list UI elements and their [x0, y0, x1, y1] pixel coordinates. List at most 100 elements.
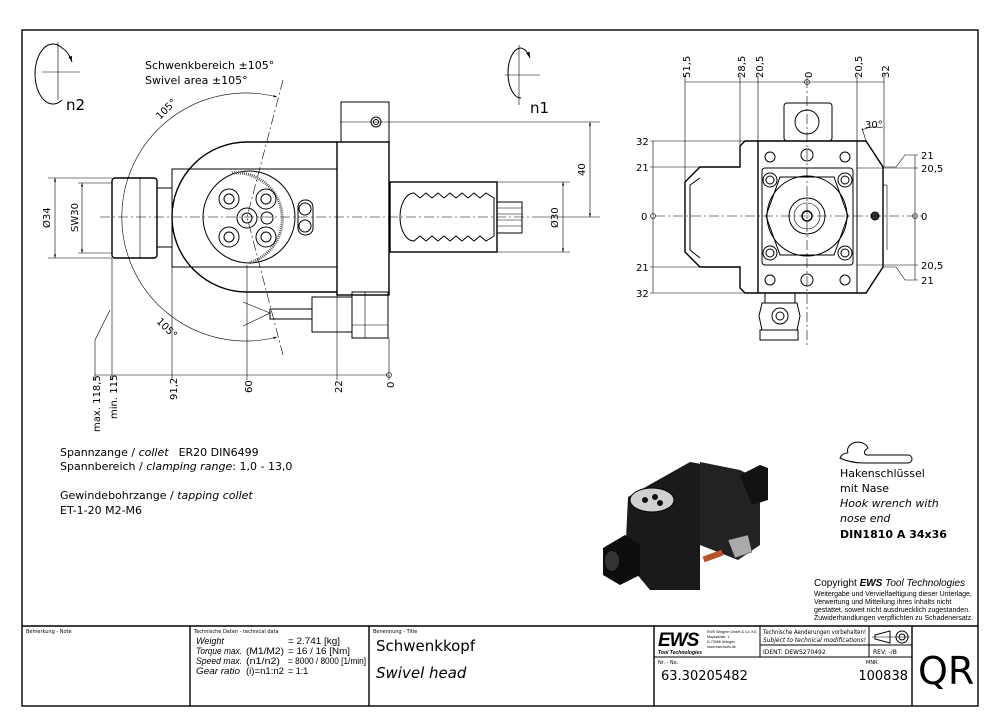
tech-weight-name: Weight [196, 636, 224, 646]
dim-32-top: 32 [881, 65, 892, 78]
tech-torque-key: (M1/M2) [246, 646, 284, 656]
note-label: Bemerkung - Note [26, 629, 72, 635]
tech-speed-value: = 8000 / 8000 [1/min] [288, 656, 366, 666]
dim-51-5: 51,5 [682, 56, 693, 78]
tech-gear-name: Gear ratio [196, 666, 240, 676]
tapping-de: Gewindebohrzange / [60, 489, 177, 502]
wrench-line-2: mit Nase [840, 482, 889, 495]
angle-top-label: 105° [154, 97, 179, 122]
title-label: Benennung - Title [373, 629, 417, 635]
change-note-de: Technische Aenderungen vorbehalten! [762, 629, 866, 636]
n1-label: n1 [530, 99, 549, 117]
range-en: clamping range [146, 460, 232, 473]
tech-data-label: Technische Daten - technical data [193, 629, 279, 635]
qr-label: QR [918, 649, 974, 693]
dim-right-21-bottom: 21 [921, 276, 934, 287]
dim-28-5: 28,5 [737, 56, 748, 78]
collet-notes: Spannzange / collet ER20 DIN6499 Spannber… [60, 446, 292, 517]
dim-sw30: SW30 [70, 203, 81, 232]
company-line: www.ews-tools.de [707, 645, 736, 649]
dim-left-21-bottom: 21 [636, 263, 649, 274]
dim-left-32-bottom: 32 [636, 289, 649, 300]
copyright-note: Copyright EWS Tool Technologies Weiterga… [814, 578, 973, 622]
copyright-prefix: Copyright [814, 578, 860, 589]
dim-20-5-left: 20,5 [755, 56, 766, 78]
dim-left-0: 0 [641, 212, 647, 223]
dim-right-20-5-top: 20,5 [921, 164, 943, 175]
collet-spec: ER20 DIN6499 [179, 446, 259, 459]
copyright-brand: EWS [860, 578, 883, 589]
nr-label: Nr. - No. [658, 660, 679, 666]
coolant-fitting [242, 291, 389, 339]
hook-wrench-icon [839, 441, 913, 464]
tapping-spec: ET-1-20 M2-M6 [60, 504, 142, 517]
dim-30-deg: 30° [865, 120, 883, 131]
dim-0-top: 0 [804, 72, 815, 78]
dim-20-5-right: 20,5 [854, 56, 865, 78]
rotation-n2-icon [34, 42, 80, 105]
range-value: : 1,0 - 13,0 [232, 460, 292, 473]
mnr-label: MNR. [866, 660, 879, 666]
tech-gear-value: = 1:1 [288, 666, 308, 676]
tech-gear-key: (i)=n1:n2 [246, 666, 284, 676]
tech-weight-value: = 2.741 [kg] [288, 636, 340, 646]
dim-91-2: 91,2 [169, 378, 180, 400]
dim-right-20-5-bottom: 20,5 [921, 261, 943, 272]
dim-min-115: min. 115 [109, 375, 120, 419]
n2-label: n2 [66, 96, 85, 114]
title-en: Swivel head [376, 664, 467, 682]
dim-60: 60 [244, 380, 255, 393]
side-view: n2 Schwenkbereich ±105° Swivel area ±105… [34, 42, 600, 432]
projection-symbol-icon [872, 630, 910, 644]
collet-de: Spannzange / [60, 446, 139, 459]
wrench-line-4: nose end [840, 512, 891, 525]
housing-block [336, 141, 390, 296]
dim-d30: Ø30 [549, 207, 561, 228]
wrench-line-3: Hook wrench with [840, 497, 939, 510]
collet-en: collet [139, 446, 170, 459]
copyright-line: Weitergabe und Vervielfaeltigung dieser … [814, 591, 972, 598]
change-note-en: Subject to technical modifications! [763, 637, 866, 644]
logo-text: EWS [658, 630, 700, 651]
range-de: Spannbereich / [60, 460, 146, 473]
front-view: n1 [505, 45, 943, 345]
company-line: EWS Weigele GmbH & Co. KG [707, 630, 757, 634]
revision: REV: -/B [873, 649, 897, 656]
front-coolant-fitting [758, 292, 801, 341]
isometric-product-image [603, 462, 768, 590]
wrench-line-5: DIN1810 A 34x36 [840, 528, 947, 541]
tech-speed-name: Speed max. [196, 656, 242, 666]
dim-40: 40 [577, 163, 588, 176]
dim-left-32-top: 32 [636, 137, 649, 148]
swivel-area-de: Schwenkbereich ±105° [145, 59, 274, 72]
dim-0: 0 [386, 382, 397, 388]
swivel-area-en: Swivel area ±105° [145, 74, 248, 87]
bellows [399, 192, 495, 242]
ews-logo: EWS Tool Technologies [658, 630, 702, 656]
wrench-line-1: Hakenschlüssel [840, 467, 925, 480]
spline-end [496, 201, 523, 234]
title-block: Bemerkung - Note Technische Daten - tech… [22, 625, 978, 706]
dim-d34: Ø34 [41, 207, 53, 228]
svg-text:Spannbereich / clamping range:: Spannbereich / clamping range: 1,0 - 13,… [60, 460, 292, 473]
tech-torque-name: Torque max. [196, 646, 242, 656]
rotation-n1-icon [505, 45, 540, 105]
dim-right-0: 0 [921, 212, 927, 223]
sheet-frame [21, 29, 979, 707]
company-line: D-73066 Uhingen [707, 640, 735, 644]
mnr-value: 100838 [858, 669, 908, 684]
ident-number: IDENT: DEWS270492 [763, 649, 826, 656]
copyright-suffix: Tool Technologies [882, 578, 965, 589]
tech-torque-value: = 16 / 16 [Nm] [288, 646, 350, 656]
nr-value: 63.30205482 [661, 669, 748, 684]
svg-text:Gewindebohrzange / tapping col: Gewindebohrzange / tapping collet [60, 489, 253, 502]
dim-right-21-top: 21 [921, 151, 934, 162]
dim-left-21-top: 21 [636, 163, 649, 174]
dim-22: 22 [334, 380, 345, 393]
tapping-en: tapping collet [177, 489, 253, 502]
logo-sub: Tool Technologies [658, 650, 702, 656]
copyright-line: Verwertung und Mitteilung ihres Inhalts … [814, 599, 951, 606]
collet-nut [111, 177, 158, 259]
copyright-line: Zuwiderhandlungen verpflichten zu Schade… [814, 615, 973, 622]
